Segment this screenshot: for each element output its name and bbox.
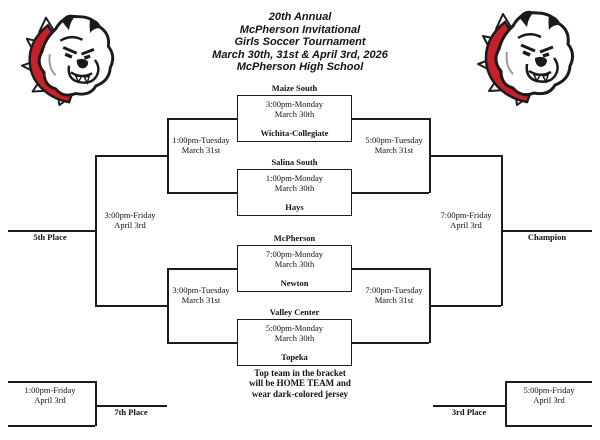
game-time: 5:00pm-Friday April 3rd [504, 385, 594, 405]
fifth-place-label: 5th Place [33, 232, 67, 242]
team-name: Maize South [271, 83, 318, 93]
bracket-line [95, 381, 97, 426]
game-date-line: April 3rd [34, 394, 66, 405]
team-name: Wichita-Collegiate [260, 128, 329, 138]
game-date-line: April 3rd [114, 219, 146, 230]
team-name: Salina South [271, 157, 318, 167]
bracket-line [95, 155, 167, 157]
seventh-place-label: 7th Place [114, 407, 148, 417]
game-time: 5:00pm-Monday March 30th [237, 323, 352, 343]
bracket-line [352, 342, 429, 344]
team-name: McPherson [273, 233, 316, 243]
game-time: 3:00pm-Tuesday March 31st [156, 285, 246, 305]
game-time-line: 1:00pm-Monday [265, 173, 324, 183]
bracket-line [501, 230, 592, 232]
bracket-line [505, 381, 507, 426]
game-time-line: 1:00pm-Friday [24, 385, 76, 395]
bracket-line [8, 425, 95, 427]
bracket-line [433, 405, 505, 407]
note-line: wear dark-colored jersey [251, 388, 349, 399]
game-time: 7:00pm-Tuesday March 31st [349, 285, 439, 305]
game-date-line: March 30th [274, 258, 315, 269]
game-time: 7:00pm-Friday April 3rd [435, 210, 497, 230]
third-place-label: 3rd Place [451, 407, 487, 417]
game-date-line: March 30th [274, 332, 315, 343]
bulldog-mascot-icon [477, 10, 575, 106]
game-date-line: March 31st [181, 144, 221, 155]
bracket-line [8, 230, 95, 232]
game-time-line: 3:00pm-Monday [265, 99, 324, 109]
bracket-line [167, 268, 169, 343]
team-name: Hays [285, 202, 304, 212]
champion-label: Champion [527, 232, 567, 242]
home-team-note: Top team in the bracket will be HOME TEA… [200, 368, 400, 399]
bracket-line [167, 118, 169, 193]
game-time: 3:00pm-Friday April 3rd [99, 210, 161, 230]
team-name: Newton [280, 278, 309, 288]
bracket-line [429, 305, 501, 307]
game-date-line: March 31st [374, 294, 414, 305]
game-date-line: March 30th [274, 182, 315, 193]
bracket-line [352, 118, 429, 120]
bracket-line [95, 305, 167, 307]
bulldog-mascot-icon [20, 14, 115, 106]
title-line: McPherson Invitational [239, 23, 361, 36]
team-name: Topeka [281, 352, 308, 362]
game-time: 1:00pm-Monday March 30th [237, 173, 352, 193]
note-line: Top team in the bracket [254, 368, 346, 378]
game-date-line: March 31st [181, 294, 221, 305]
bracket-line [352, 268, 429, 270]
game-date-line: March 30th [274, 108, 315, 119]
bracket-line [505, 381, 592, 383]
bracket-line [95, 155, 97, 306]
game-time-line: 5:00pm-Monday [265, 323, 324, 333]
title-line: McPherson High School [236, 61, 364, 74]
game-date-line: March 31st [374, 144, 414, 155]
title-line: Girls Soccer Tournament [234, 36, 366, 49]
game-time-line: 1:00pm-Tuesday [172, 135, 230, 145]
game-time: 7:00pm-Monday March 30th [237, 249, 352, 269]
bracket-line [167, 342, 238, 344]
bracket-line [352, 192, 429, 194]
game-time: 1:00pm-Friday April 3rd [5, 385, 95, 405]
bracket-line [429, 155, 501, 157]
game-time-line: 5:00pm-Tuesday [365, 135, 423, 145]
game-time: 3:00pm-Monday March 30th [237, 99, 352, 119]
game-date-line: April 3rd [533, 394, 565, 405]
game-date-line: April 3rd [450, 219, 482, 230]
game-time-line: 3:00pm-Tuesday [172, 285, 230, 295]
title-line: March 30th, 31st & April 3rd, 2026 [212, 48, 388, 61]
team-name: Valley Center [269, 307, 320, 317]
bracket-line [167, 192, 238, 194]
game-time-line: 3:00pm-Friday [104, 210, 156, 220]
game-time: 5:00pm-Tuesday March 31st [349, 135, 439, 155]
note-line: will be HOME TEAM and [249, 378, 351, 389]
game-time-line: 5:00pm-Friday [523, 385, 575, 395]
game-time-line: 7:00pm-Friday [440, 210, 492, 220]
bracket-line [167, 268, 238, 270]
page-title: 20th Annual McPherson Invitational Girls… [0, 11, 600, 74]
bracket-line [505, 425, 592, 427]
game-time-line: 7:00pm-Tuesday [365, 285, 423, 295]
game-time-line: 7:00pm-Monday [265, 249, 324, 259]
bracket-line [8, 381, 95, 383]
bracket-line [95, 405, 167, 407]
game-time: 1:00pm-Tuesday March 31st [156, 135, 246, 155]
title-line: 20th Annual [268, 11, 332, 23]
bracket-line [167, 118, 238, 120]
